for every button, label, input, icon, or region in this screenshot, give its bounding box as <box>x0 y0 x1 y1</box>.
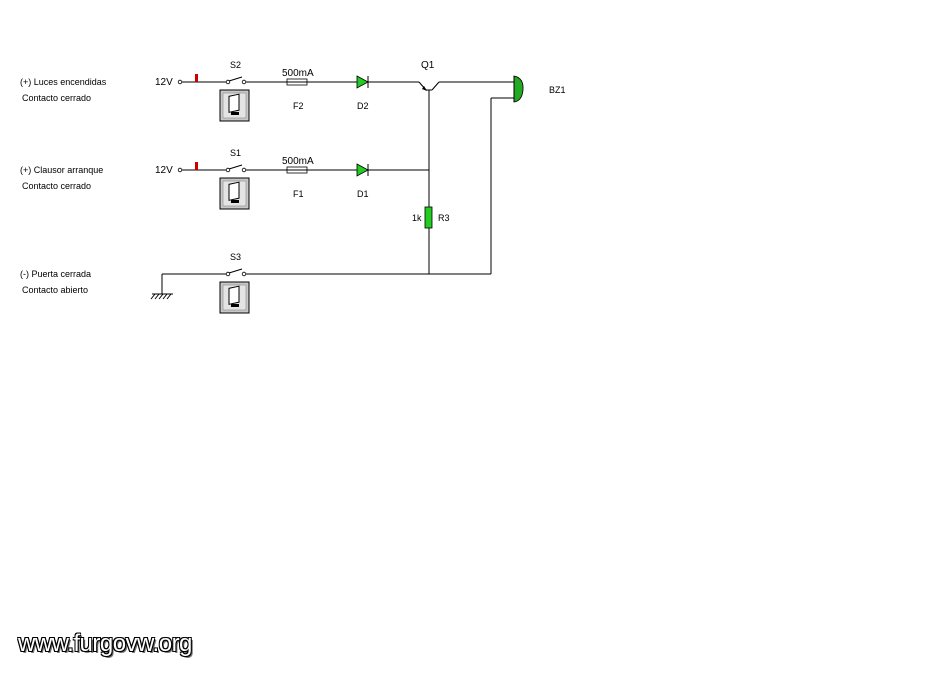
s2-blade <box>228 76 243 82</box>
f2-label: F2 <box>293 101 304 111</box>
s3-contact-right <box>241 271 247 277</box>
r3-value: 1k <box>412 213 422 223</box>
luces-sublabel: Contacto cerrado <box>22 93 91 103</box>
r3-resistor <box>424 206 433 229</box>
bz1-label: BZ1 <box>549 85 566 95</box>
bz1-buzzer <box>513 75 524 103</box>
s2-contact-right <box>241 79 247 85</box>
d2-diode <box>356 75 369 89</box>
q1-label: Q1 <box>421 60 435 71</box>
q1-emitter-arrow <box>422 86 427 91</box>
clausor-terminal-marker <box>195 162 198 170</box>
f1-label: F1 <box>293 189 304 199</box>
clausor-voltage: 12V <box>155 165 173 176</box>
luces-terminal-marker <box>195 74 198 82</box>
s1-blade <box>228 164 243 170</box>
ground-icon <box>150 293 172 300</box>
s3-label: S3 <box>230 252 241 262</box>
s1-contact-right <box>241 167 247 173</box>
d2-label: D2 <box>357 101 369 111</box>
s1-contact-left <box>225 167 231 173</box>
luces-terminal <box>177 79 183 85</box>
f2-value: 500mA <box>282 68 314 79</box>
f1-value: 500mA <box>282 156 314 167</box>
d1-label: D1 <box>357 189 369 199</box>
s1-label: S1 <box>230 148 241 158</box>
s3-toggle-button[interactable] <box>219 281 250 314</box>
s3-blade <box>228 268 243 274</box>
q1-collector <box>431 81 440 91</box>
r3-label: R3 <box>438 213 450 223</box>
puerta-label: (-) Puerta cerrada <box>20 269 91 279</box>
puerta-sublabel: Contacto abierto <box>22 285 88 295</box>
s3-contact-left <box>225 271 231 277</box>
s2-toggle-button[interactable] <box>219 89 250 122</box>
s2-contact-left <box>225 79 231 85</box>
site-watermark: www.furgovw.org <box>18 630 192 657</box>
luces-voltage: 12V <box>155 77 173 88</box>
luces-label: (+) Luces encendidas <box>20 77 107 87</box>
clausor-terminal <box>177 167 183 173</box>
s1-toggle-button[interactable] <box>219 177 250 210</box>
d1-diode <box>356 163 369 177</box>
clausor-sublabel: Contacto cerrado <box>22 181 91 191</box>
s2-label: S2 <box>230 60 241 70</box>
clausor-label: (+) Clausor arranque <box>20 165 103 175</box>
